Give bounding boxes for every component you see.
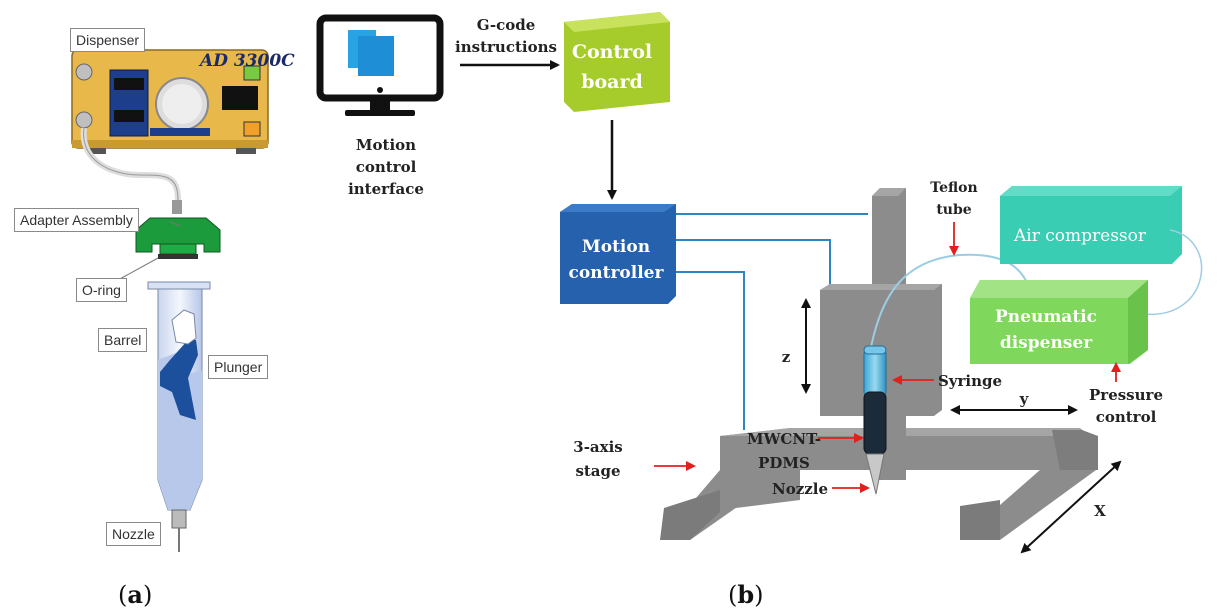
panel-b-text: Motion control interface G-code instruct… (348, 16, 1163, 520)
motion-interface-line-2: control (356, 158, 417, 176)
motion-controller-box (560, 204, 676, 304)
panel-a-caption: (a) (118, 580, 153, 609)
motion-controller-line-1: Motion (582, 237, 650, 257)
panel-b (316, 12, 1203, 554)
syringe-barrel (147, 281, 211, 552)
stage-line-1: 3-axis (573, 438, 622, 456)
teflon-line-1: Teflon (930, 180, 977, 196)
oring-shape (158, 254, 198, 259)
panel-a: AD 3300C (71, 49, 295, 552)
pressure-control-line-2: control (1096, 408, 1157, 426)
z-axis-label: z (782, 348, 791, 366)
syringe-label: Syringe (938, 372, 1002, 390)
nozzle-b-label: Nozzle (772, 480, 828, 498)
stage-line-2: stage (575, 462, 620, 480)
panel-b-caption: (b) (728, 580, 764, 609)
panel-a-letter: a (127, 580, 143, 609)
pneumatic-line-1: Pneumatic (995, 307, 1097, 327)
x-axis-label: X (1094, 502, 1106, 520)
air-compressor-label: Air compressor (1013, 226, 1147, 246)
barrel-label: Barrel (98, 328, 148, 352)
control-board-line-1: Control (572, 41, 652, 63)
control-cables (676, 213, 868, 430)
motion-interface-line-1: Motion (356, 136, 416, 154)
air-compressor-box (1000, 186, 1182, 264)
pneumatic-dispenser-box (970, 280, 1148, 364)
monitor-icon (316, 14, 444, 116)
gcode-line-1: G-code (477, 16, 535, 34)
motion-controller-line-2: controller (569, 263, 665, 283)
mwcnt-line-1: MWCNT- (747, 430, 821, 448)
control-board-box (564, 12, 670, 112)
plunger-label: Plunger (208, 355, 269, 379)
mwcnt-line-2: PDMS (758, 454, 810, 472)
x-axis-arrow (1020, 460, 1122, 554)
adapter-assembly (135, 200, 221, 259)
dispenser-label: Dispenser (70, 28, 146, 52)
pressure-control-line-1: Pressure (1089, 386, 1163, 404)
oring-label: O-ring (76, 278, 127, 302)
gcode-line-2: instructions (455, 38, 557, 56)
dispenser-brand-text: AD 3300C (198, 51, 295, 71)
pointer-arrows (654, 222, 1121, 493)
adapter-assembly-label: Adapter Assembly (14, 208, 139, 232)
motion-interface-line-3: interface (348, 180, 424, 198)
dispenser-unit: AD 3300C (71, 49, 295, 201)
pneumatic-line-2: dispenser (1000, 333, 1093, 353)
syringe-assembly (863, 253, 1031, 495)
nozzle-a-label: Nozzle (106, 522, 161, 546)
compressor-hose (1143, 229, 1203, 315)
y-axis-label: y (1019, 390, 1030, 408)
control-board-line-2: board (581, 71, 643, 93)
panel-b-letter: b (737, 580, 755, 609)
teflon-line-2: tube (936, 202, 971, 218)
